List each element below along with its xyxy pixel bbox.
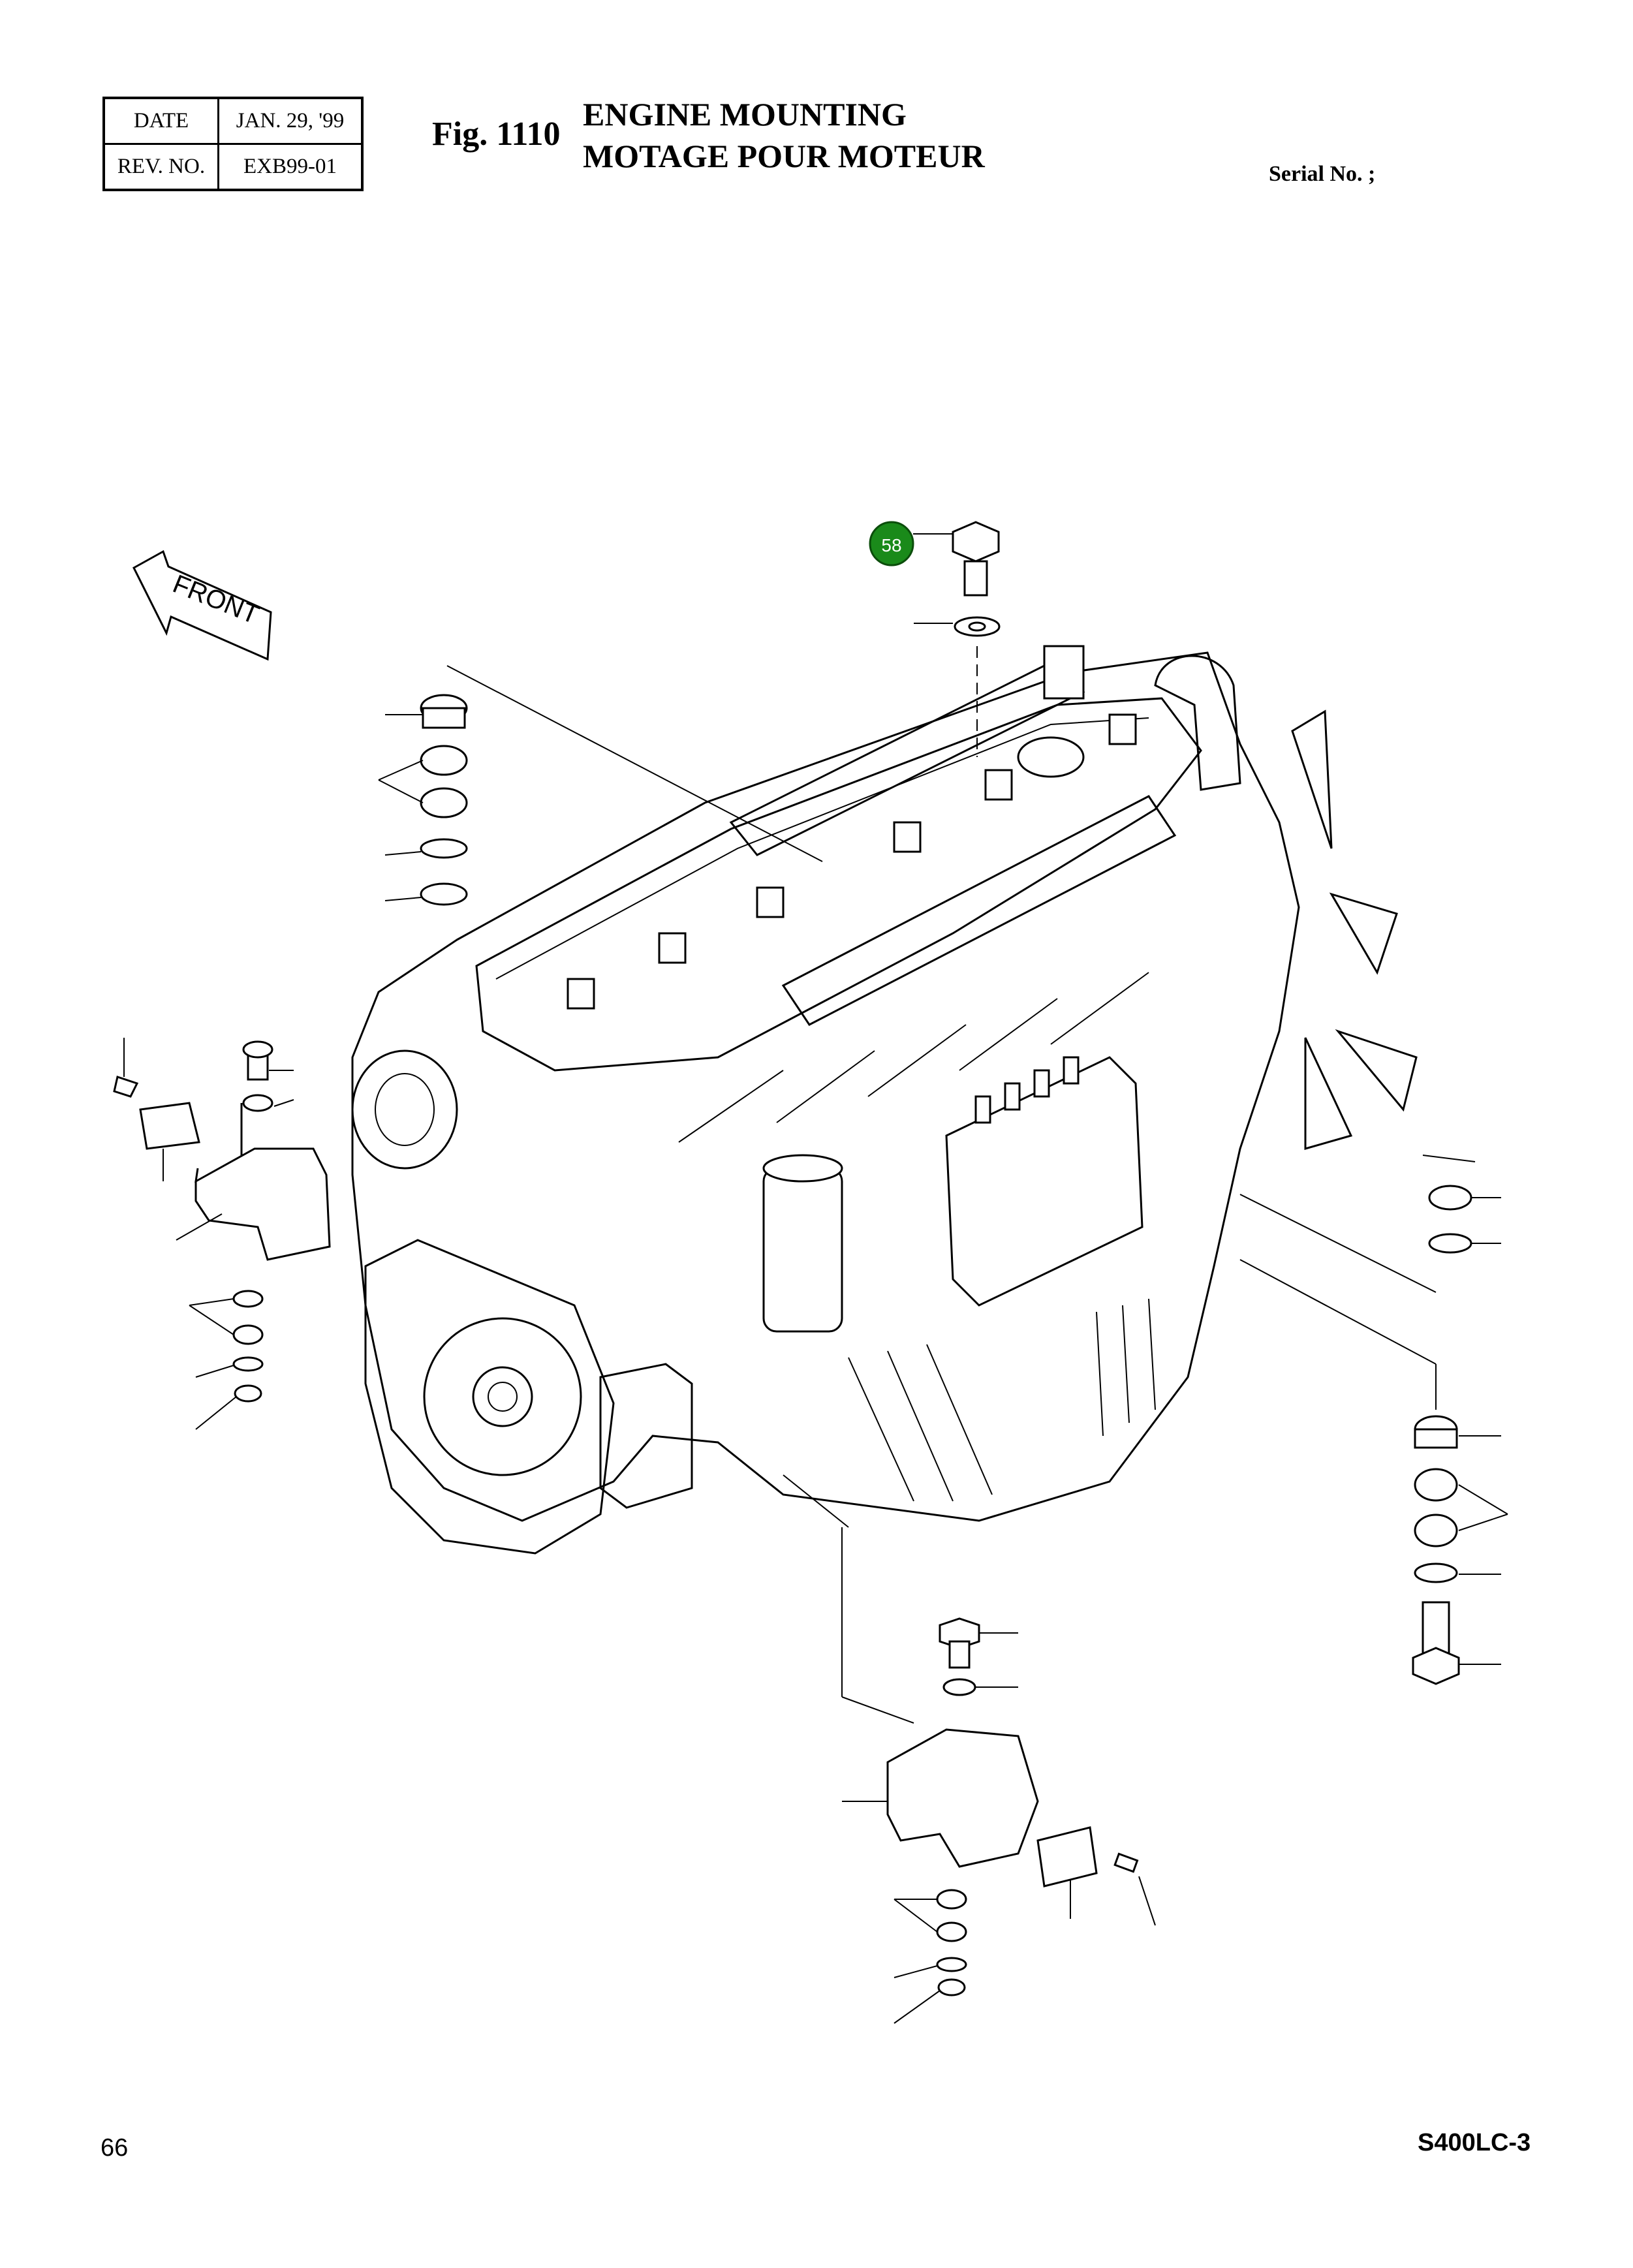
callout-number: 58 <box>881 535 901 555</box>
rear-left-bracket <box>783 1474 1156 2024</box>
model-number: S400LC-3 <box>1418 2129 1531 2156</box>
page-number: 66 <box>101 2134 129 2162</box>
title-french: MOTAGE POUR MOTEUR <box>583 138 985 174</box>
callout-marker <box>869 521 914 567</box>
serial-number-label: Serial No. ; <box>1269 162 1376 186</box>
front-arrow: FRONT <box>132 550 272 661</box>
front-left-bracket <box>113 1038 331 1430</box>
rev-label: REV. NO. <box>102 143 219 191</box>
top-bolt <box>914 521 1001 757</box>
rev-value: EXB99-01 <box>217 143 364 191</box>
date-label: DATE <box>102 97 219 145</box>
rear-right-mount-stack <box>1239 1155 1508 1685</box>
revision-table: DATE JAN. 29, '99 REV. NO. EXB99-01 <box>102 97 364 191</box>
front-arrow-label: FRONT <box>169 570 263 630</box>
title-english: ENGINE MOUNTING <box>583 96 907 132</box>
engine-block <box>351 645 1418 1555</box>
callout-58[interactable]: 58 <box>869 521 953 567</box>
date-value: JAN. 29, '99 <box>217 97 364 145</box>
front-right-mount-stack <box>378 665 823 906</box>
figure-number: Fig. 1110 <box>432 116 561 153</box>
